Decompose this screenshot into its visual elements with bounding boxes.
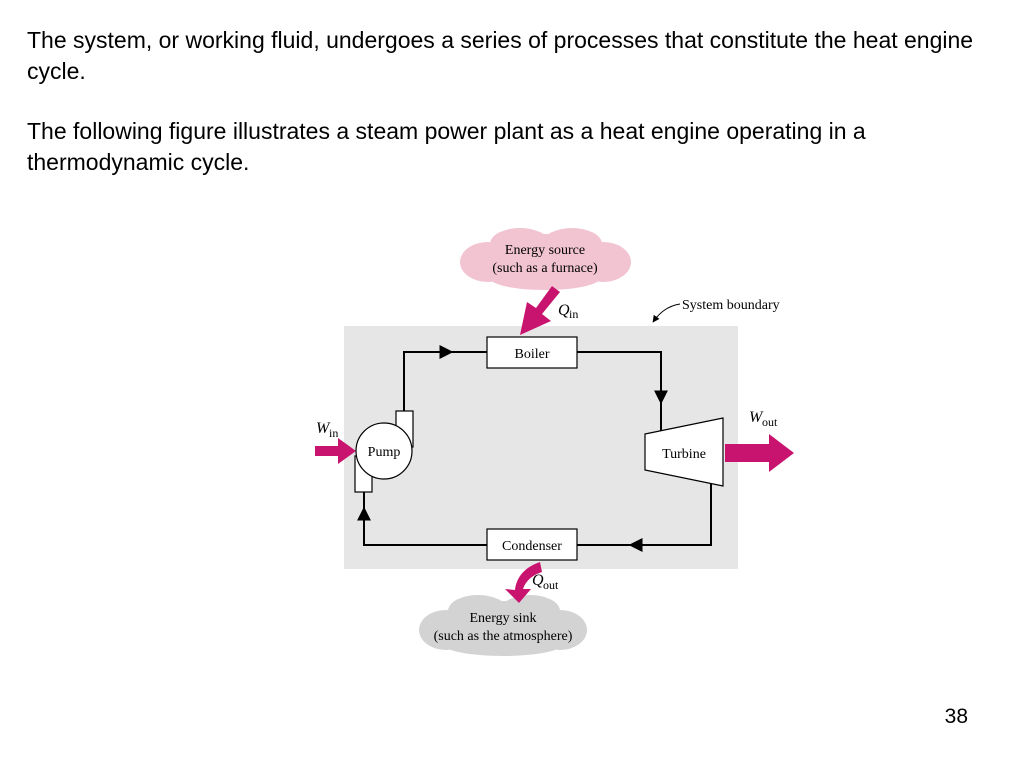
- svg-text:Q: Q: [532, 572, 544, 589]
- svg-text:Q: Q: [558, 302, 570, 319]
- energy-sink-label: Energy sink: [469, 611, 536, 626]
- work-in-label: W in: [316, 420, 338, 440]
- turbine-label: Turbine: [662, 447, 706, 462]
- work-out-label: W out: [749, 409, 778, 429]
- boiler-box: [486, 336, 578, 369]
- svg-text:in: in: [569, 307, 578, 321]
- energy-source-cloud: [460, 228, 631, 290]
- heat-in-arrow: [520, 280, 560, 335]
- condenser-label: Condenser: [502, 539, 562, 554]
- system-boundary-label: System boundary: [682, 298, 780, 313]
- svg-text:in: in: [329, 426, 338, 440]
- energy-sink-sublabel: (such as the atmosphere): [434, 629, 573, 644]
- pump-label: Pump: [368, 445, 401, 460]
- paragraph-figure-intro: The following figure illustrates a steam…: [27, 118, 866, 175]
- cycle-flow-lines: [357, 345, 712, 552]
- turbine-symbol: [644, 417, 724, 487]
- system-boundary-pointer: [652, 303, 681, 323]
- pump-symbol: [354, 410, 414, 493]
- work-in-arrow: [315, 438, 356, 464]
- boiler-label: Boiler: [515, 347, 550, 362]
- energy-source-sublabel: (such as a furnace): [492, 261, 598, 276]
- paragraph-intro: The system, or working fluid, undergoes …: [27, 27, 974, 84]
- heat-in-label: Q in: [558, 302, 578, 321]
- svg-text:W: W: [749, 409, 764, 426]
- energy-source-label: Energy source: [505, 243, 585, 258]
- energy-sink-cloud: [419, 595, 587, 656]
- svg-text:W: W: [316, 420, 331, 437]
- heat-out-label: Q out: [532, 572, 559, 592]
- heat-out-arrow: [505, 562, 542, 603]
- page-number: 38: [944, 705, 968, 728]
- svg-text:out: out: [762, 415, 778, 429]
- condenser-box: [486, 528, 578, 561]
- svg-text:out: out: [543, 578, 559, 592]
- work-out-arrow: [725, 434, 794, 472]
